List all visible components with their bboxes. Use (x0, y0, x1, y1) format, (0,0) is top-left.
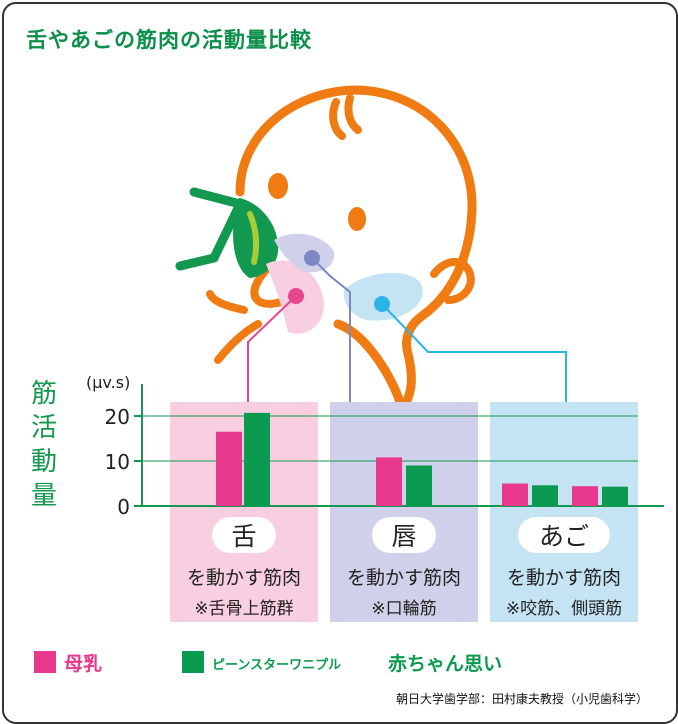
y-unit-label: (μv.s) (86, 373, 130, 392)
legend-swatch-breast (34, 651, 56, 673)
tick-label-0: 0 (117, 495, 130, 519)
connector-lines (247, 250, 567, 402)
baby-hair (329, 94, 362, 140)
bar-product-2 (406, 465, 432, 506)
chart-title: 舌やあごの筋肉の活動量比較 (26, 28, 312, 52)
group-name-pill-2 (372, 517, 436, 553)
lip-area (274, 233, 335, 273)
bar-product-4 (602, 486, 628, 506)
bar-product-3 (532, 485, 558, 506)
baby-cheek (348, 207, 366, 231)
tick-label-10: 10 (105, 450, 130, 474)
legend-brand: ピーンスターワニプル (212, 658, 342, 673)
y-label-char-4: 量 (31, 481, 57, 511)
baby-eye (268, 173, 288, 199)
group-line1-3: を動かす筋肉 (507, 567, 621, 589)
connector-dot-1 (288, 288, 304, 304)
legend: 母乳 ピーンスターワニプル 赤ちゃん思い (34, 646, 654, 680)
bottle-body (175, 187, 245, 271)
y-label-char-3: 動 (31, 447, 57, 477)
bar-breast-3 (502, 483, 528, 506)
group-name-3: あご (539, 522, 589, 551)
baby-illustration (175, 85, 477, 413)
source-credit: 朝日大学歯学部：田村康夫教授（小児歯科学） (395, 692, 648, 706)
group-name-1: 舌 (231, 522, 256, 551)
baby-neck (206, 290, 262, 364)
bar-breast-1 (216, 431, 242, 506)
y-label-char-2: 活 (31, 413, 57, 443)
band-2 (330, 402, 478, 622)
legend-swatch-product (182, 651, 204, 673)
group-name-pill-3 (518, 517, 610, 553)
bar-product-1 (244, 412, 270, 506)
y-label-char-1: 筋 (31, 379, 57, 409)
group-line2-1: ※舌骨上筋群 (194, 599, 293, 619)
group-name-2: 唇 (391, 522, 416, 551)
bottle-highlight (247, 211, 260, 265)
connector-dot-2 (304, 250, 320, 266)
group-line2-3: ※咬筋、側頭筋 (506, 599, 622, 619)
legend-label-breast: 母乳 (64, 653, 103, 675)
band-3 (490, 402, 638, 622)
tick-label-20: 20 (105, 405, 130, 429)
bar-breast-4 (572, 486, 598, 506)
connector-line-2 (311, 257, 351, 402)
baby-ear (430, 258, 475, 304)
group-line1-1: を動かす筋肉 (187, 567, 301, 589)
group-line2-2: ※口輪筋 (371, 599, 436, 619)
legend-label-product: 赤ちゃん思い (388, 653, 503, 675)
category-bands (170, 402, 638, 622)
bars (216, 412, 628, 506)
group-name-pill-1 (212, 517, 276, 553)
bar-breast-2 (376, 457, 402, 506)
connector-line-1 (247, 295, 297, 402)
connector-line-3 (381, 303, 567, 402)
group-line1-2: を動かす筋肉 (347, 567, 461, 589)
connector-dot-3 (374, 296, 390, 312)
